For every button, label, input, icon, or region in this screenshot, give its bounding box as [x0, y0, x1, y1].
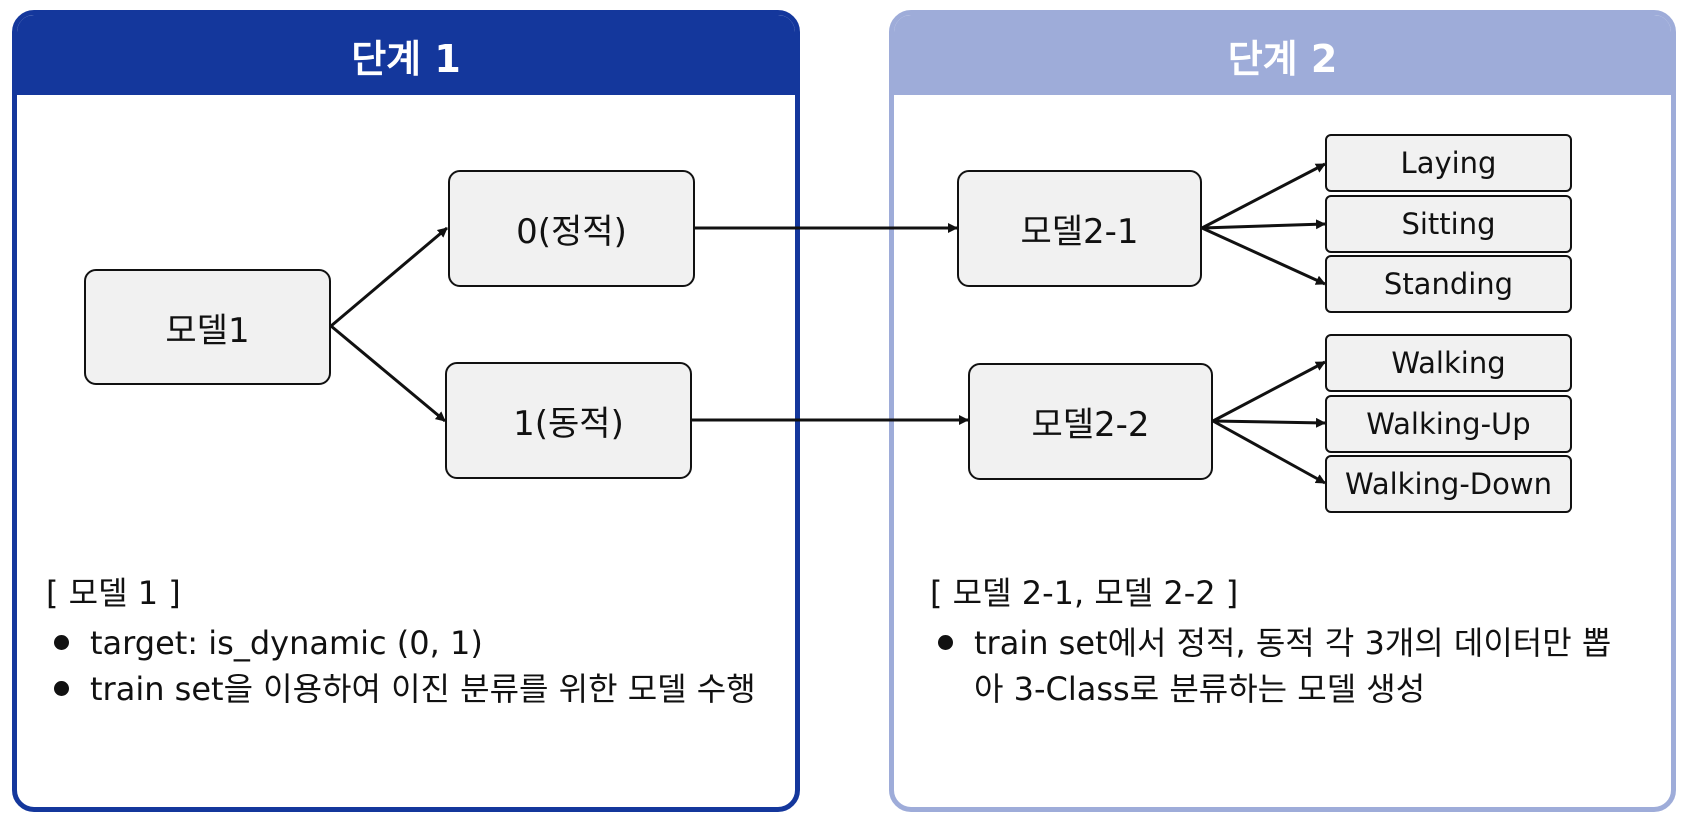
leaf-walking-down: Walking-Down: [1325, 455, 1572, 513]
leaf-standing: Standing: [1325, 255, 1572, 313]
stage2-note: [ 모델 2-1, 모델 2-2 ] train set에서 정적, 동적 각 …: [930, 570, 1630, 712]
stage2-header: 단계 2: [894, 15, 1671, 95]
stage1-note-bullet: target: is_dynamic (0, 1): [46, 620, 766, 666]
node-model21: 모델2-1: [957, 170, 1202, 287]
stage1-note-list: target: is_dynamic (0, 1) train set을 이용하…: [46, 620, 766, 712]
leaf-walking-up: Walking-Up: [1325, 395, 1572, 453]
node-dynamic: 1(동적): [445, 362, 692, 479]
stage1-note: [ 모델 1 ] target: is_dynamic (0, 1) train…: [46, 570, 766, 712]
leaf-laying: Laying: [1325, 134, 1572, 192]
stage1-note-heading: [ 모델 1 ]: [46, 574, 181, 612]
leaf-walking: Walking: [1325, 334, 1572, 392]
node-static: 0(정적): [448, 170, 695, 287]
node-model1: 모델1: [84, 269, 331, 385]
leaf-sitting: Sitting: [1325, 195, 1572, 253]
stage1-header: 단계 1: [17, 15, 795, 95]
stage1-note-bullet: train set을 이용하여 이진 분류를 위한 모델 수행: [46, 666, 766, 712]
stage2-note-list: train set에서 정적, 동적 각 3개의 데이터만 뽑아 3-Class…: [930, 620, 1630, 712]
stage2-note-bullet: train set에서 정적, 동적 각 3개의 데이터만 뽑아 3-Class…: [930, 620, 1630, 712]
stage2-note-heading: [ 모델 2-1, 모델 2-2 ]: [930, 574, 1239, 612]
node-model22: 모델2-2: [968, 363, 1213, 480]
